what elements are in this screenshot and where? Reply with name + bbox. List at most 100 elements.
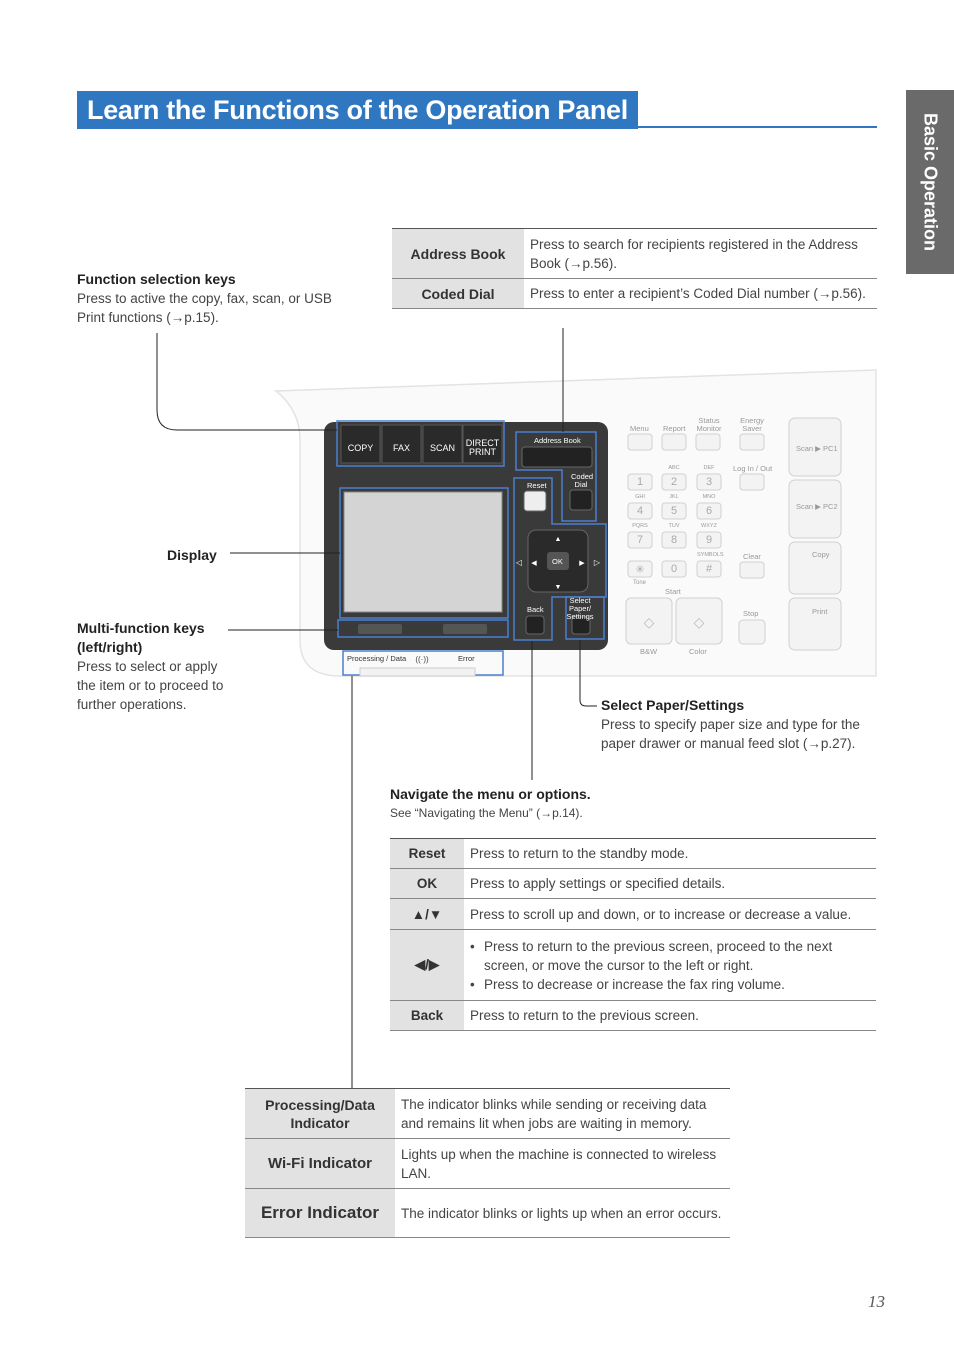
callout-multi-function: Multi-function keys (left/right) Press t… <box>77 619 227 714</box>
table-value: Press to search for recipients registere… <box>524 228 877 279</box>
down-arrow-icon[interactable]: ▼ <box>555 584 562 591</box>
tone-label: Tone <box>633 580 647 586</box>
fax-key[interactable] <box>381 424 422 464</box>
status-monitor-key[interactable] <box>695 433 721 451</box>
scan-pc2-label: Scan ▶ PC2 <box>796 502 838 511</box>
keypad-key[interactable] <box>627 473 653 491</box>
table-row: Error Indicator The indicator blinks or … <box>245 1188 730 1238</box>
menu-key-label: Menu <box>630 424 649 433</box>
keypad-key-label: 4 <box>636 505 644 517</box>
table-key: OK <box>390 868 464 899</box>
keypad-key[interactable] <box>696 473 722 491</box>
table-key: Reset <box>390 838 464 869</box>
scan-pc1-label: Scan ▶ PC1 <box>796 444 838 453</box>
title-background <box>77 91 638 129</box>
leader-function-keys <box>156 333 337 431</box>
callout-navigate: Navigate the menu or options. See “Navig… <box>390 785 790 823</box>
keypad-key[interactable] <box>696 531 722 549</box>
indicators-table: Processing/Data Indicator The indicator … <box>245 1088 730 1238</box>
table-value: Press to return to the standby mode. <box>464 838 876 869</box>
keypad-key[interactable] <box>627 502 653 520</box>
navigation-table: Reset Press to return to the standby mod… <box>390 838 876 1031</box>
keypad-letters-label: WXYZ <box>701 523 717 529</box>
bullet-text: Press to return to the previous screen, … <box>484 938 833 973</box>
table-value: The indicator blinks while sending or re… <box>395 1088 730 1139</box>
callout-display: Display <box>167 546 217 565</box>
table-row: ▲/▼ Press to scroll up and down, or to i… <box>390 898 876 930</box>
keypad-key[interactable] <box>661 502 687 520</box>
table-row: Back Press to return to the previous scr… <box>390 1000 876 1031</box>
keypad-key[interactable] <box>661 531 687 549</box>
login-key[interactable] <box>739 473 765 491</box>
coded-dial-key[interactable] <box>569 489 593 511</box>
stop-key[interactable] <box>738 619 766 645</box>
left-arrow-icon[interactable]: ◀ <box>531 560 537 567</box>
side-tab[interactable]: Basic Operation <box>906 90 954 274</box>
processing-label: Processing / Data <box>347 654 407 663</box>
energy-saver-key[interactable] <box>739 433 765 451</box>
multi-function-right-key[interactable] <box>443 624 487 634</box>
report-key-label: Report <box>663 424 686 433</box>
direct-print-key[interactable] <box>462 424 503 464</box>
clear-key[interactable] <box>739 561 765 579</box>
table-key: ◀/▶ <box>390 929 464 1001</box>
keypad-key[interactable] <box>627 531 653 549</box>
copy-key-label: COPY <box>347 443 374 453</box>
table-value: Lights up when the machine is connected … <box>395 1138 730 1189</box>
wifi-icon: ((·)) <box>415 655 429 664</box>
display-screen <box>343 491 503 613</box>
direct-print-key-label: DIRECT PRINT <box>465 438 500 457</box>
reset-key[interactable] <box>523 490 547 512</box>
multi-function-highlight <box>337 619 509 638</box>
right-arrow-icon[interactable]: ▶ <box>579 560 585 567</box>
start-bw-key[interactable] <box>625 597 673 645</box>
keypad-key[interactable] <box>661 473 687 491</box>
fax-key-label: FAX <box>392 443 410 453</box>
keypad-key-label: 1 <box>636 476 644 488</box>
start-color-key[interactable] <box>675 597 723 645</box>
table-key: Coded Dial <box>392 278 524 309</box>
keypad-key[interactable] <box>696 502 722 520</box>
bullet-item: •Press to decrease or increase the fax r… <box>470 976 785 992</box>
callout-function-keys: Function selection keys Press to active … <box>77 270 347 327</box>
copy-quick-key[interactable] <box>788 541 842 595</box>
keypad-letters-label: TUV <box>668 523 680 529</box>
action-keys <box>625 417 842 651</box>
keypad-letters-label: DEF <box>703 465 715 471</box>
multi-function-left-key[interactable] <box>358 624 402 634</box>
callout-head: Display <box>167 547 217 563</box>
table-key: Processing/Data Indicator <box>245 1088 395 1139</box>
table-row: Address Book Press to search for recipie… <box>392 228 877 279</box>
leader-select-paper <box>579 640 597 707</box>
page-title: Learn the Functions of the Operation Pan… <box>87 95 628 125</box>
report-key[interactable] <box>661 433 687 451</box>
nav-highlight <box>513 477 607 641</box>
keypad-key-label: 8 <box>670 534 678 546</box>
copy-key[interactable] <box>340 424 381 464</box>
back-key[interactable] <box>525 615 545 635</box>
ok-key[interactable] <box>547 552 569 570</box>
keypad-key[interactable] <box>661 560 687 578</box>
color-label: Color <box>689 647 707 656</box>
keypad-key[interactable] <box>696 560 722 578</box>
scan-pc1-key[interactable] <box>788 417 842 477</box>
bullet-text: Press to decrease or increase the fax ri… <box>484 976 785 992</box>
print-quick-key[interactable] <box>788 597 842 651</box>
scan-key[interactable] <box>422 424 463 464</box>
bw-label: B&W <box>640 647 658 656</box>
table-row: Wi-Fi Indicator Lights up when the machi… <box>245 1138 730 1189</box>
address-book-key[interactable] <box>521 446 593 468</box>
callout-head: Multi-function keys (left/right) <box>77 620 205 655</box>
callout-body: See “Navigating the Menu” (→p.14). <box>390 806 583 820</box>
select-paper-key[interactable] <box>571 616 591 635</box>
keypad-letters-label: JKL <box>669 494 679 500</box>
menu-key[interactable] <box>627 433 653 451</box>
scan-pc2-key[interactable] <box>788 479 842 539</box>
keypad-letters-label: PQRS <box>632 523 648 529</box>
up-arrow-icon[interactable]: ▲ <box>555 536 562 543</box>
callout-body: Press to specify paper size and type for… <box>601 717 860 751</box>
keypad-key-label: 2 <box>670 476 678 488</box>
table-value: The indicator blinks or lights up when a… <box>395 1188 730 1238</box>
keypad-key[interactable] <box>627 560 653 578</box>
